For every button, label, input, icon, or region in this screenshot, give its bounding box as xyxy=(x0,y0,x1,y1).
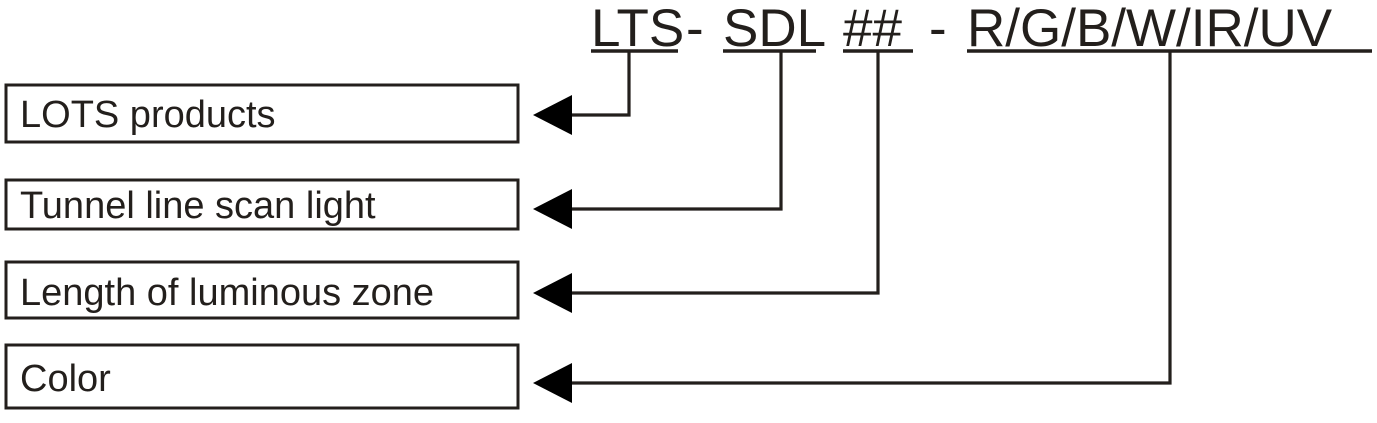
leader-line-2 xyxy=(533,51,783,229)
callout-box-4-rect xyxy=(4,343,520,410)
leader-path-1 xyxy=(572,51,631,117)
arrowhead-2 xyxy=(533,189,572,229)
callout-box-3-label: Length of luminous zone xyxy=(20,272,434,314)
callout-box-2: Tunnel line scan light xyxy=(4,178,520,231)
leader-lines-group xyxy=(533,51,1172,403)
code-segment-series: LTS xyxy=(591,0,684,58)
arrowhead-4 xyxy=(533,363,572,403)
leader-line-1 xyxy=(533,51,631,135)
callout-box-3-rect xyxy=(4,260,520,320)
code-separator-2: - xyxy=(929,0,947,58)
leader-path-4 xyxy=(572,51,1172,385)
code-line-group: LTS - SDL ## - R/G/B/W/IR/UV xyxy=(591,0,1372,58)
callout-box-4-label: Color xyxy=(20,358,111,400)
code-segment-model: SDL xyxy=(723,0,826,58)
callout-box-3: Length of luminous zone xyxy=(4,260,520,320)
arrowhead-3 xyxy=(533,273,572,313)
leader-path-3 xyxy=(572,51,880,295)
callout-box-4: Color xyxy=(4,343,520,410)
leader-line-3 xyxy=(533,51,880,313)
leader-line-4 xyxy=(533,51,1172,403)
code-segment-length: ## xyxy=(843,0,902,58)
code-segment-color: R/G/B/W/IR/UV xyxy=(967,0,1333,58)
callout-box-1: LOTS products xyxy=(4,83,520,144)
callout-box-2-label: Tunnel line scan light xyxy=(20,185,376,227)
callout-box-2-rect xyxy=(4,178,520,231)
callout-box-1-rect xyxy=(4,83,520,144)
callout-box-1-label: LOTS products xyxy=(20,94,276,136)
code-separator-1: - xyxy=(686,0,704,58)
arrowhead-1 xyxy=(533,95,572,135)
callout-boxes-group: LOTS products Tunnel line scan light Len… xyxy=(4,83,520,410)
leader-path-2 xyxy=(572,51,783,211)
